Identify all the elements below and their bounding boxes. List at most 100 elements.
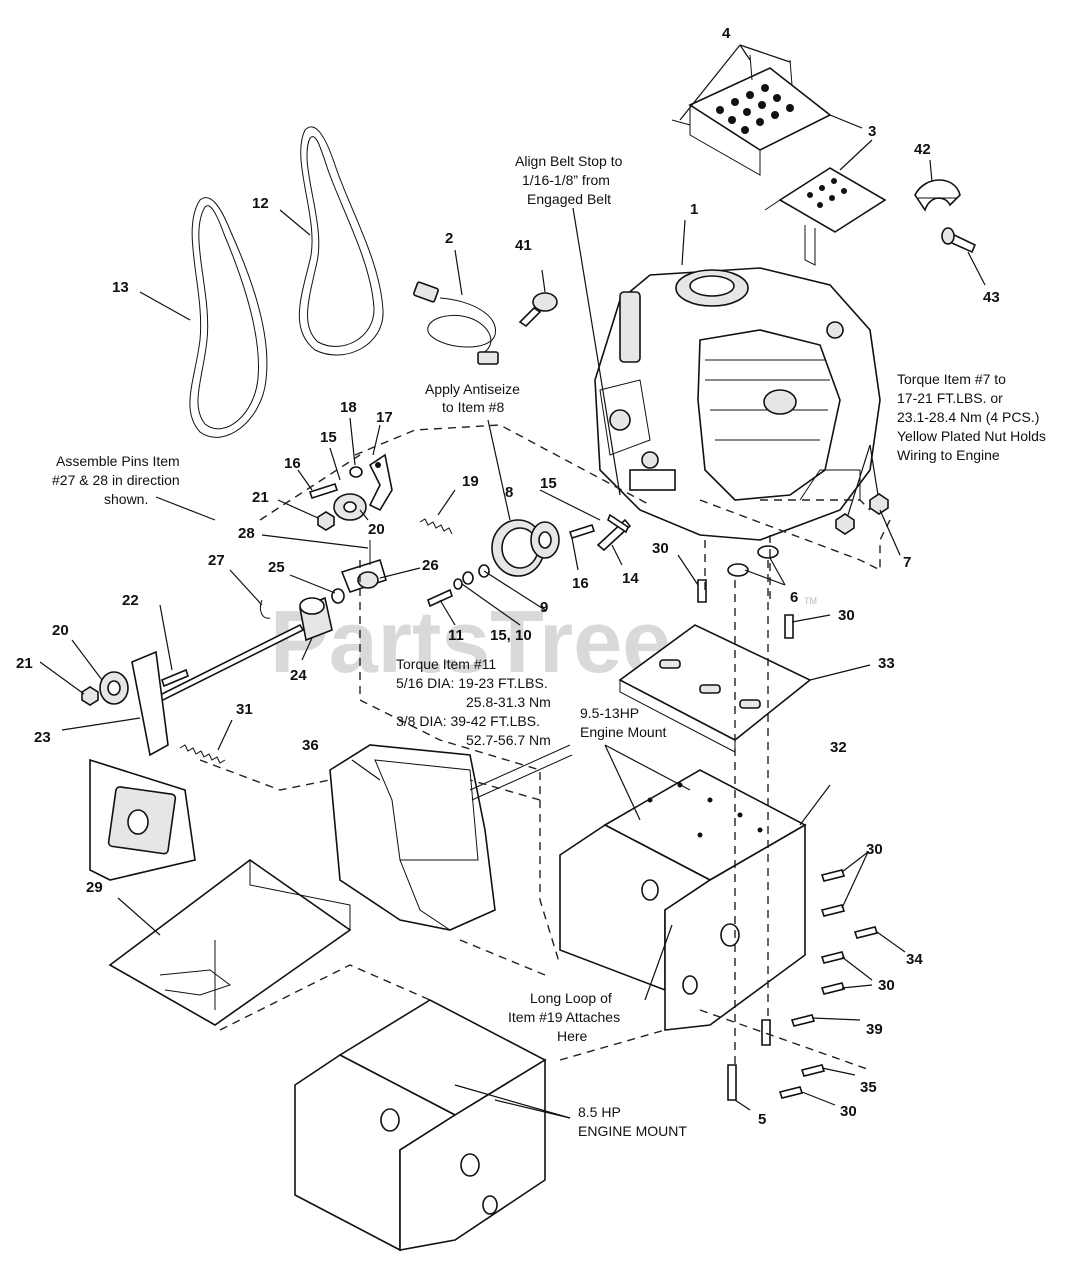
note-line: Align Belt Stop to (515, 153, 623, 169)
pulley-8 (491, 519, 560, 577)
callout-19: 19 (462, 473, 479, 490)
callout-5: 5 (758, 1111, 766, 1128)
note-torque-11: Torque Item #11 5/16 DIA: 19-23 FT.LBS. … (396, 656, 551, 748)
callout-43: 43 (983, 289, 1000, 306)
note-line: Engine Mount (580, 724, 667, 740)
callout-16-beltstop: 16 (572, 575, 589, 592)
note-line: 52.7-56.7 Nm (466, 732, 551, 748)
leader-lines (39, 44, 986, 1119)
callout-30-top: 30 (652, 540, 669, 557)
idler-bracket-17 (368, 453, 393, 512)
callout-36: 36 (302, 737, 319, 754)
callout-30-plate: 30 (838, 607, 855, 624)
note-line: 5/16 DIA: 19-23 FT.LBS. (396, 675, 548, 691)
ignition-key-41 (518, 292, 558, 328)
note-line: 8.5 HP (578, 1104, 621, 1120)
pivot-26 (340, 558, 387, 593)
watermark-trademark: TM (804, 596, 817, 606)
note-line: 17-21 FT.LBS. or (897, 390, 1003, 406)
note-line: to Item #8 (442, 399, 504, 415)
callout-33: 33 (878, 655, 895, 672)
bolts-right-side (778, 869, 879, 1099)
note-line: Item #19 Attaches (508, 1009, 620, 1025)
callout-12: 12 (252, 195, 269, 212)
watermark: PartsTree TM (270, 592, 817, 691)
watermark-text: PartsTree (270, 592, 671, 691)
spring-31 (179, 744, 226, 764)
washers-9-10 (453, 564, 490, 590)
callout-3: 3 (868, 123, 876, 140)
bolt-5 (727, 1019, 771, 1101)
heat-shield-3-top (688, 67, 832, 176)
callout-6: 6 (790, 589, 798, 606)
frame-32 (559, 769, 807, 1031)
note-line: ENGINE MOUNT (578, 1123, 687, 1139)
callout-22: 22 (122, 592, 139, 609)
washers-6 (727, 545, 779, 577)
heat-shield-3-bottom (764, 167, 887, 266)
note-line: Engaged Belt (527, 191, 611, 207)
callout-39: 39 (866, 1021, 883, 1038)
note-line: Apply Antiseize (425, 381, 520, 397)
frame-8-5hp (294, 999, 547, 1252)
callout-18: 18 (340, 399, 357, 416)
callout-15-10: 15, 10 (490, 627, 532, 644)
washer-25 (331, 588, 345, 604)
nut-21-top (317, 511, 335, 531)
callout-23: 23 (34, 729, 51, 746)
note-mount-9-13hp: 9.5-13HP Engine Mount (580, 705, 667, 740)
chute-housing-36 (329, 744, 573, 931)
arm-23 (131, 650, 169, 757)
callout-8: 8 (505, 484, 513, 501)
nut-21-bottom (81, 686, 99, 706)
callout-17: 17 (376, 409, 393, 426)
note-line: shown. (104, 491, 148, 507)
note-torque-7: Torque Item #7 to 17-21 FT.LBS. or 23.1-… (897, 371, 1046, 463)
callout-30-bottom: 30 (840, 1103, 857, 1120)
bolt-16-belt-stop (568, 523, 596, 540)
note-line: 3/8 DIA: 39-42 FT.LBS. (396, 713, 540, 729)
note-line: Long Loop of (530, 990, 612, 1006)
callout-1: 1 (690, 201, 698, 218)
note-assemble-pins: Assemble Pins Item #27 & 28 in direction… (52, 453, 180, 507)
bolt-22 (161, 668, 189, 688)
callout-32: 32 (830, 739, 847, 756)
callout-13: 13 (112, 279, 129, 296)
callout-4: 4 (722, 25, 731, 42)
callout-15-beltstop: 15 (540, 475, 557, 492)
note-line: 25.8-31.3 Nm (466, 694, 551, 710)
callout-21-shaft: 21 (16, 655, 33, 672)
callout-11: 11 (448, 627, 464, 644)
callout-30-frame-lower: 30 (878, 977, 895, 994)
note-line: Torque Item #11 (396, 656, 496, 672)
belt-12 (298, 126, 384, 356)
guard-42 (914, 179, 961, 212)
callout-42: 42 (914, 141, 931, 158)
belt-stop-14 (596, 513, 632, 552)
callout-34: 34 (906, 951, 923, 968)
callout-7: 7 (903, 554, 911, 571)
callout-24: 24 (290, 667, 307, 684)
note-line: 9.5-13HP (580, 705, 639, 721)
pulley-20-bottom (99, 671, 129, 705)
callout-20-idler: 20 (368, 521, 385, 538)
callout-9: 9 (540, 599, 548, 616)
note-antiseize: Apply Antiseize to Item #8 (425, 381, 520, 415)
note-line: 23.1-28.4 Nm (4 PCS.) (897, 409, 1039, 425)
callout-2: 2 (445, 230, 453, 247)
note-line: 1/16-1/8” from (522, 172, 610, 188)
extension-cord-2 (413, 281, 499, 365)
note-line: Here (557, 1028, 588, 1044)
callout-35: 35 (860, 1079, 877, 1096)
note-line: #27 & 28 in direction (52, 472, 180, 488)
note-line: Yellow Plated Nut Holds (897, 428, 1046, 444)
callout-15-idler: 15 (320, 429, 337, 446)
nuts-7 (835, 493, 889, 535)
belt-guard-29 (108, 859, 352, 1026)
pulley-20-top (333, 493, 367, 521)
bolt-16-top (308, 482, 339, 500)
callout-14: 14 (622, 570, 639, 587)
callout-30-frame: 30 (866, 841, 883, 858)
callout-16-idler: 16 (284, 455, 301, 472)
